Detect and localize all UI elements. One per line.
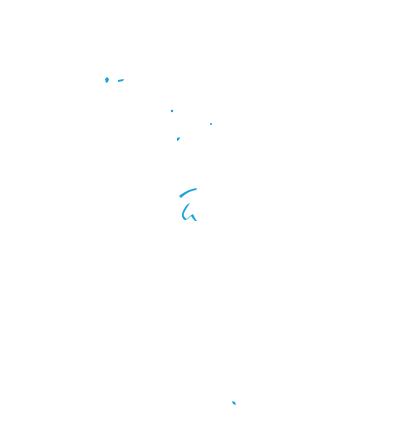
mark-dot-3 [177,137,180,141]
mark-top-left-b [118,79,124,82]
mark-top-left-a [105,77,109,83]
mark-dot-1 [170,109,174,113]
mark-dot-2 [210,123,212,125]
mark-stroke-upper [179,188,197,198]
mark-stroke-lower [181,203,197,221]
mark-bottom-right [232,401,236,405]
